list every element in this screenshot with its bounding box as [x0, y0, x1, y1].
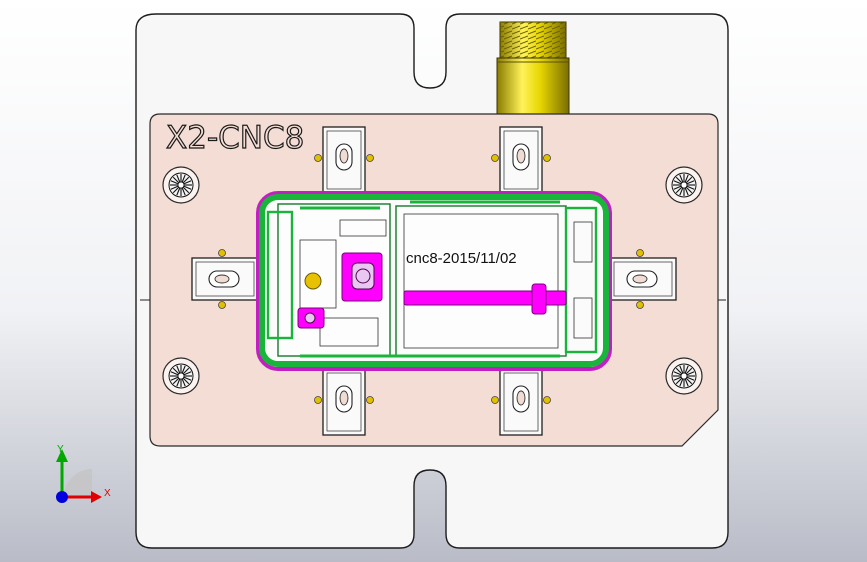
clamp-left[interactable] — [191, 249, 259, 309]
brass-fitting[interactable] — [496, 21, 570, 115]
camera-window-feature[interactable] — [341, 252, 383, 302]
gold-contact-feature — [304, 272, 322, 290]
screw-group — [162, 166, 703, 395]
y-axis-arrow — [56, 449, 68, 462]
clamp-top-left[interactable] — [314, 126, 374, 194]
z-axis-marker — [56, 491, 68, 503]
screw-top-left[interactable] — [162, 166, 200, 204]
small-window-feature[interactable] — [297, 307, 325, 329]
screw-bottom-right[interactable] — [665, 357, 703, 395]
clamp-group — [191, 126, 677, 436]
clamp-right[interactable] — [609, 249, 677, 309]
screw-top-right[interactable] — [665, 166, 703, 204]
x-axis-arrow — [91, 491, 102, 503]
part-label: X2-CNC8 — [166, 120, 304, 156]
slot-feature[interactable] — [403, 283, 567, 315]
y-axis-label: Y — [57, 444, 64, 455]
clamp-bottom-right[interactable] — [491, 368, 551, 436]
x-axis-label: X — [104, 488, 111, 499]
screw-bottom-left[interactable] — [162, 357, 200, 395]
clamp-top-right[interactable] — [491, 126, 551, 194]
axis-triad[interactable]: Y X — [56, 444, 111, 503]
clamp-bottom-left[interactable] — [314, 368, 374, 436]
date-label: cnc8-2015/11/02 — [406, 250, 517, 267]
